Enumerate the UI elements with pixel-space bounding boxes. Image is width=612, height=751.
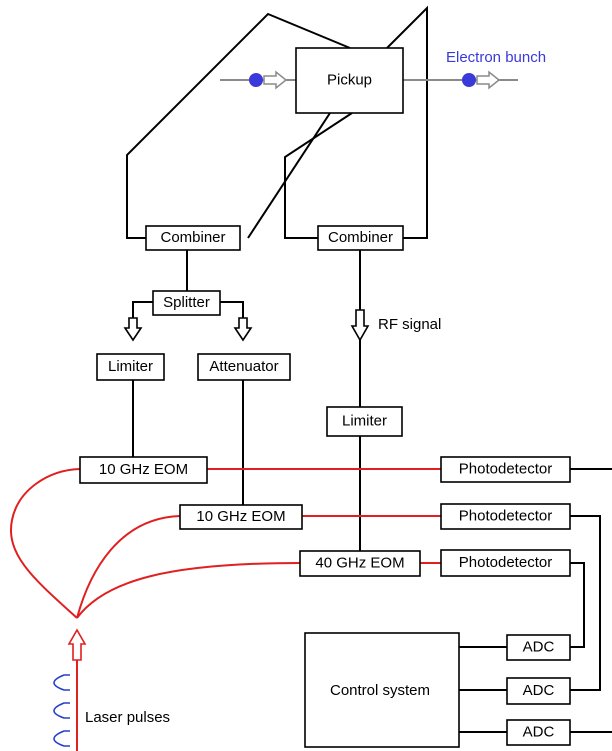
electron-arrow-left-icon — [263, 70, 288, 90]
photodetector-1-label: Photodetector — [459, 460, 552, 477]
adc-3: ADC — [506, 719, 571, 746]
electron-arrow-right-icon — [476, 70, 501, 90]
electron-dot-left-icon — [249, 73, 263, 87]
photodetector-3: Photodetector — [440, 549, 571, 577]
adc-2: ADC — [506, 677, 571, 705]
photodetector-1: Photodetector — [440, 456, 571, 483]
rf-wiring — [126, 5, 612, 733]
laser-pulse-icon — [53, 730, 70, 747]
combiner-left: Combiner — [145, 225, 241, 251]
wire-pickup-to-right-combiner — [284, 112, 353, 239]
laser-arrow-icon — [67, 628, 87, 661]
adc-1: ADC — [506, 634, 571, 661]
fiber-to-eom40 — [76, 562, 301, 619]
pickup: Pickup — [295, 47, 404, 114]
eom-40ghz-label: 40 GHz EOM — [315, 554, 404, 571]
wire-pd3-adc1 — [570, 562, 585, 648]
laser-pulses-label: Laser pulses — [85, 709, 170, 726]
adc-2-label: ADC — [523, 682, 555, 699]
adc-3-label: ADC — [523, 723, 555, 740]
wire-pickup-to-left-combiner — [247, 112, 331, 239]
eom-10ghz-mid: 10 GHz EOM — [179, 504, 303, 530]
rf-signal-label: RF signal — [378, 316, 441, 333]
laser-pulse-train: Laser pulses — [53, 674, 170, 747]
control-system-label: Control system — [330, 682, 430, 699]
fiber-to-eom10-top — [10, 468, 81, 619]
electron-beam: Electron bunch — [220, 49, 546, 90]
combiner-right: Combiner — [317, 225, 404, 251]
arrow-down-rf-icon — [350, 309, 370, 342]
photodetector-2-label: Photodetector — [459, 507, 552, 524]
wire-splitter-right — [220, 301, 244, 318]
limiter-right: Limiter — [326, 406, 403, 437]
limiter-left-label: Limiter — [108, 358, 153, 375]
laser-pulse-icon — [53, 674, 70, 691]
eom-10ghz-top: 10 GHz EOM — [79, 456, 208, 484]
splitter: Splitter — [152, 290, 221, 316]
electron-bunch-label: Electron bunch — [446, 49, 546, 66]
splitter-label: Splitter — [163, 294, 210, 311]
arrow-down-right-icon — [233, 317, 253, 342]
limiter-left: Limiter — [96, 353, 165, 381]
laser-pulse-icon — [53, 702, 70, 719]
eom-10ghz-mid-label: 10 GHz EOM — [196, 508, 285, 525]
fiber-to-eom10-mid — [76, 515, 181, 619]
photodetector-3-label: Photodetector — [459, 554, 552, 571]
pickup-label: Pickup — [327, 71, 372, 88]
combiner-left-label: Combiner — [160, 229, 225, 246]
electron-dot-right-icon — [462, 73, 476, 87]
attenuator-label: Attenuator — [209, 358, 278, 375]
eom-40ghz: 40 GHz EOM — [299, 550, 421, 577]
adc-1-label: ADC — [523, 638, 555, 655]
photodetector-2: Photodetector — [440, 503, 571, 530]
wire-splitter-left — [132, 301, 153, 318]
eom-10ghz-top-label: 10 GHz EOM — [99, 461, 188, 478]
limiter-right-label: Limiter — [342, 412, 387, 429]
control-system: Control system — [304, 632, 460, 748]
arrow-down-left-icon — [123, 317, 143, 342]
wire-pd2-adc2 — [570, 515, 601, 691]
laser-fibers — [10, 468, 441, 751]
combiner-right-label: Combiner — [328, 229, 393, 246]
wire-combiner-right-loop — [386, 5, 428, 239]
attenuator: Attenuator — [197, 353, 291, 381]
wire-combiner-left-loop — [126, 12, 351, 239]
hollow-arrows — [123, 309, 370, 342]
